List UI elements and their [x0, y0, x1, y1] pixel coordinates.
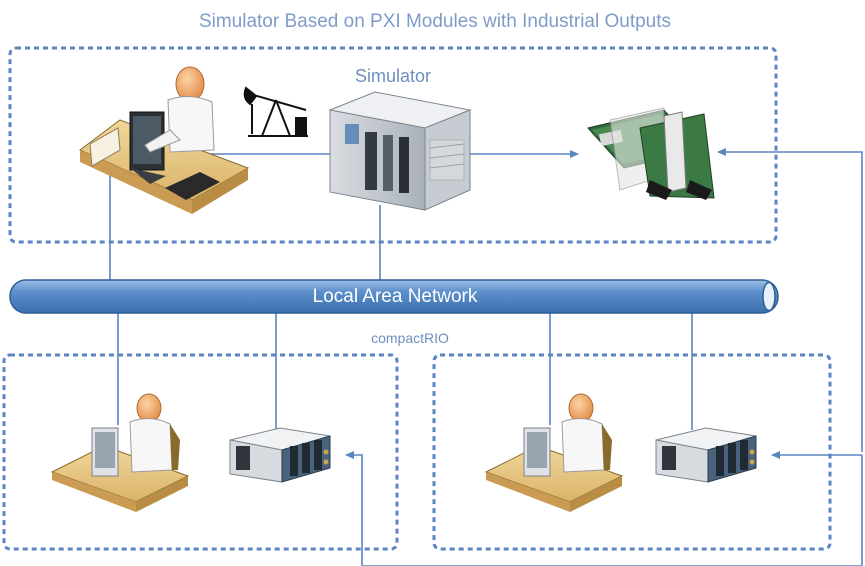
pxi-chassis-icon — [328, 91, 472, 211]
operator-pc-icon-left — [50, 393, 190, 512]
operator-workstation-icon — [79, 66, 250, 214]
lan-pipe: Local Area Network — [9, 279, 779, 314]
diagram-title: Simulator Based on PXI Modules with Indu… — [199, 11, 671, 32]
compactrio-label: compactRIO — [371, 330, 449, 346]
pxi-modules-icon — [587, 107, 715, 200]
oil-pump-icon — [243, 86, 308, 137]
compactrio-group-box-left — [2, 353, 399, 551]
compactrio-icon-left — [229, 427, 331, 483]
io-loop-to-pxi-arrow — [717, 148, 863, 452]
connector-lines — [109, 148, 863, 566]
operator-pc-icon-right — [484, 393, 624, 512]
compactrio-icon-right — [655, 427, 757, 483]
simulator-label: Simulator — [355, 66, 431, 86]
compactrio-group-box-right — [432, 353, 832, 551]
io-loop-to-left-crio-arrow — [345, 451, 862, 566]
lan-label: Local Area Network — [313, 286, 478, 307]
